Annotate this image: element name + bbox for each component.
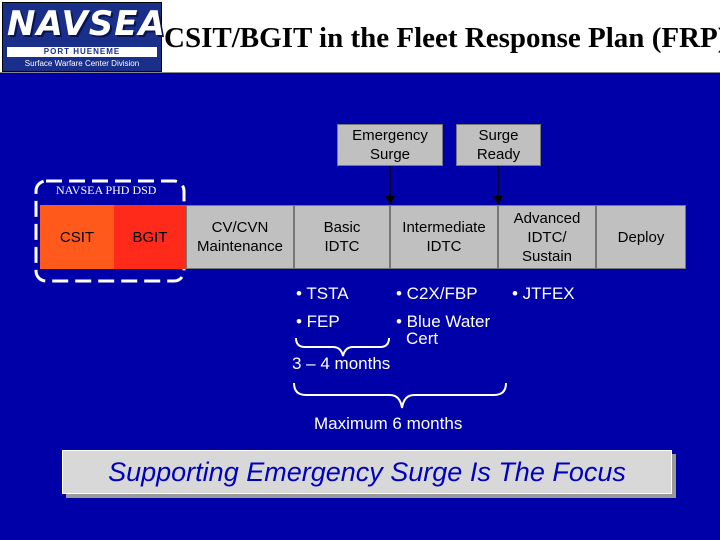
csit-box: CSIT — [40, 205, 114, 269]
advanced-idtc-box: Advanced IDTC/ Sustain — [498, 205, 596, 269]
duration-short: 3 – 4 months — [292, 354, 391, 373]
logo-subtitle: PORT HUENEME — [7, 47, 157, 57]
bullet-fep: • FEP — [296, 312, 340, 331]
duration-long: Maximum 6 months — [314, 414, 463, 433]
bgit-box: BGIT — [114, 205, 186, 269]
navsea-logo: NAVSEA PORT HUENEME Surface Warfare Cent… — [2, 2, 166, 72]
group-label: NAVSEA PHD DSD — [56, 183, 157, 197]
focus-banner: Supporting Emergency Surge Is The Focus — [62, 450, 672, 494]
basic-idtc-box: Basic IDTC — [294, 205, 390, 269]
bullet-c2x: • C2X/FBP — [396, 284, 478, 303]
bullet-blue-water-cont: Cert — [406, 329, 439, 348]
slide-title: CSIT/BGIT in the Fleet Response Plan (FR… — [164, 22, 720, 54]
maintenance-box: CV/CVN Maintenance — [186, 205, 294, 269]
emergency-surge-box: Emergency Surge — [337, 124, 443, 166]
bullet-tsta: • TSTA — [296, 284, 349, 303]
intermediate-idtc-box: Intermediate IDTC — [390, 205, 498, 269]
logo-division: Surface Warfare Center Division — [24, 59, 140, 68]
header-bar: NAVSEA PORT HUENEME Surface Warfare Cent… — [0, 0, 720, 73]
logo-text: NAVSEA — [7, 4, 166, 44]
bullet-blue-water: • Blue Water — [396, 312, 491, 331]
deploy-box: Deploy — [596, 205, 686, 269]
bullet-jtfex: • JTFEX — [512, 284, 575, 303]
surge-ready-box: Surge Ready — [456, 124, 541, 166]
